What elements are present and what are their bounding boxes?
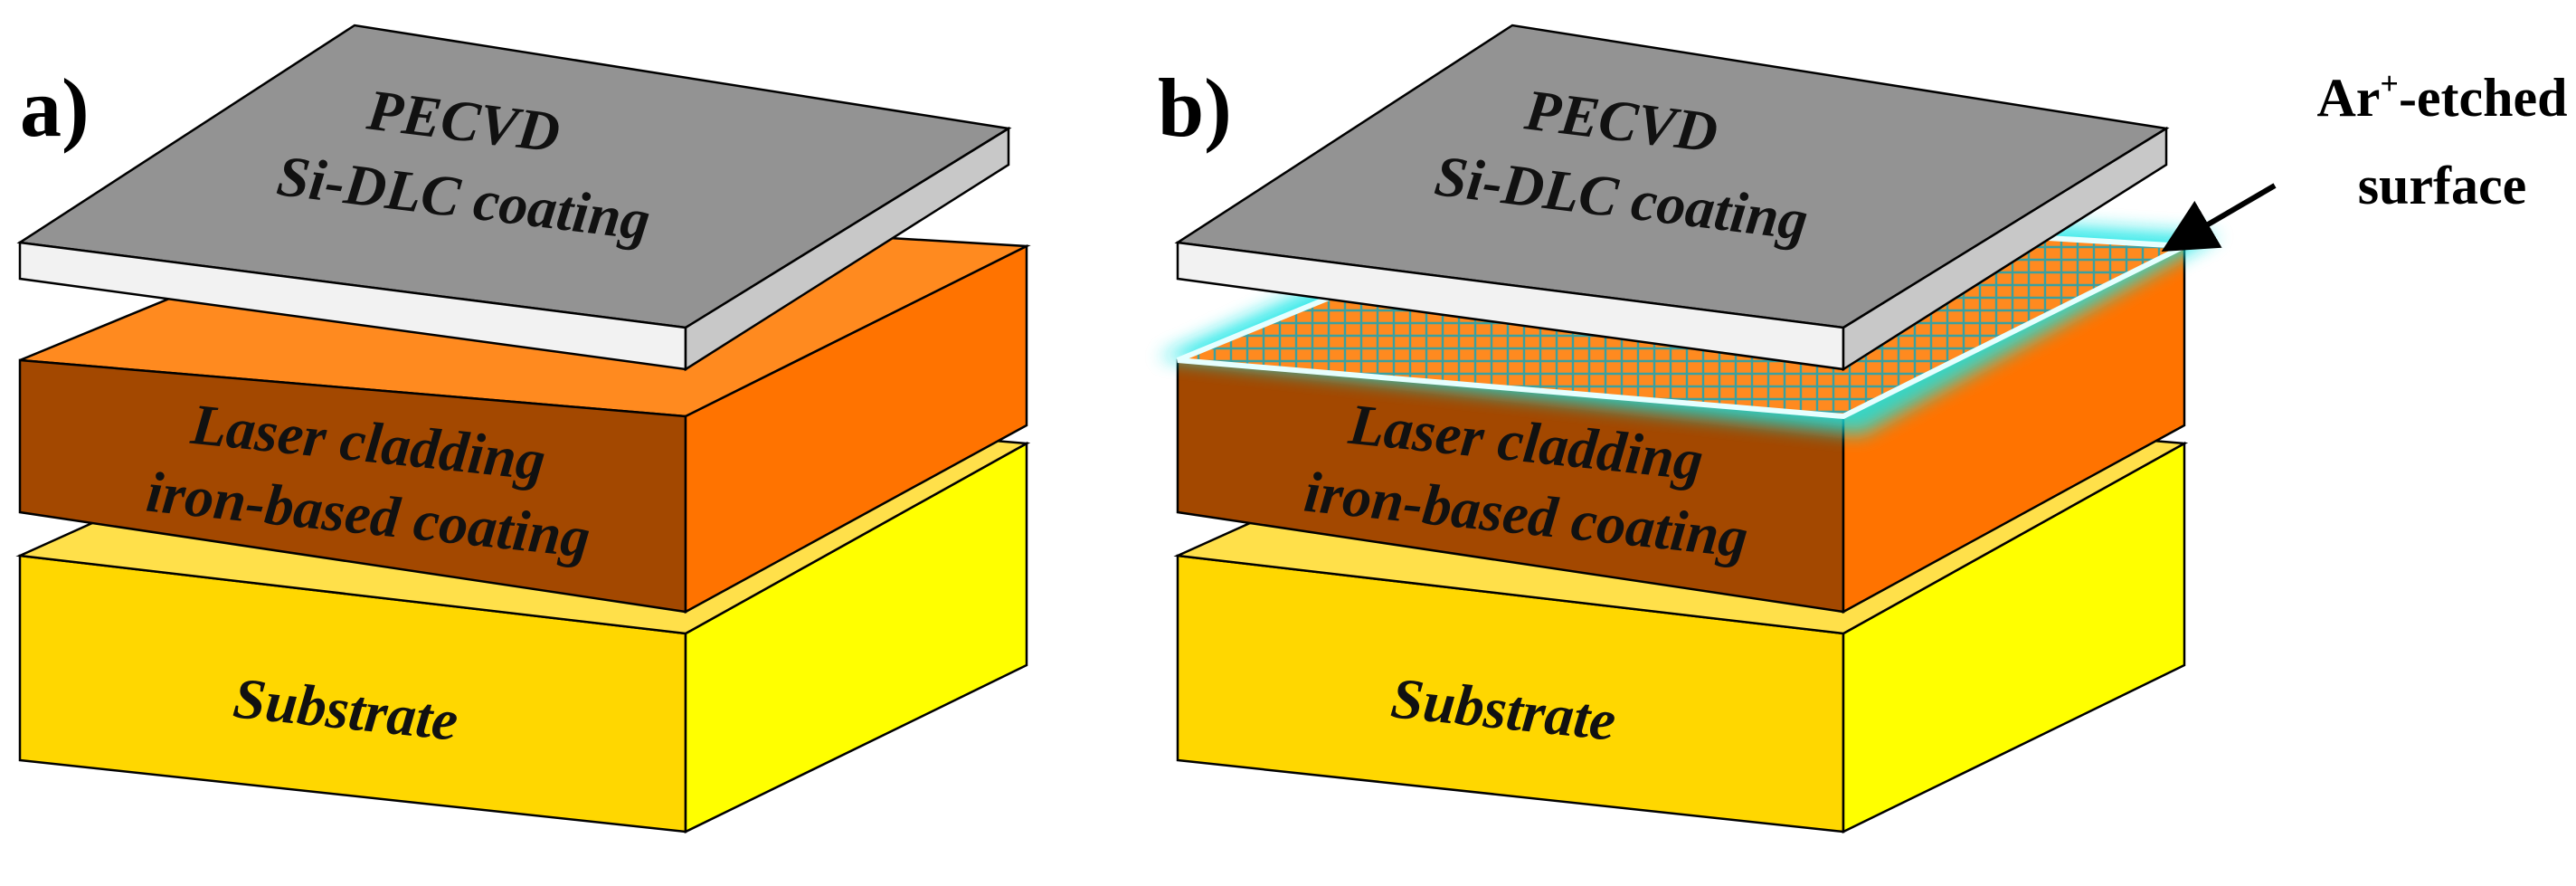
panel-b-pecvd-plate: PECVD Si-DLC coating — [1174, 24, 2170, 372]
panel-b-label: b) — [1158, 62, 1232, 154]
callout-line2: surface — [2358, 156, 2527, 215]
callout-etched: -etched — [2399, 68, 2568, 128]
panel-b: b) Substrate Laser cladding iron-based c… — [1158, 24, 2221, 834]
callout-superscript: + — [2380, 65, 2399, 101]
etched-surface-callout: Ar+-etched surface — [2161, 65, 2568, 252]
panel-b-pecvd-side — [1842, 126, 2168, 372]
panel-a-label: a) — [20, 62, 90, 154]
panel-a: a) Substrate Laser cladding iron-based c… — [15, 24, 1031, 834]
panel-a-laser-side — [684, 243, 1028, 614]
panel-a-pecvd-plate: PECVD Si-DLC coating — [16, 24, 1012, 372]
callout-arrow — [2161, 183, 2277, 252]
callout-line1: Ar+-etched — [2316, 65, 2567, 128]
panel-a-pecvd-side — [684, 126, 1010, 372]
callout-ar: Ar — [2316, 68, 2380, 128]
